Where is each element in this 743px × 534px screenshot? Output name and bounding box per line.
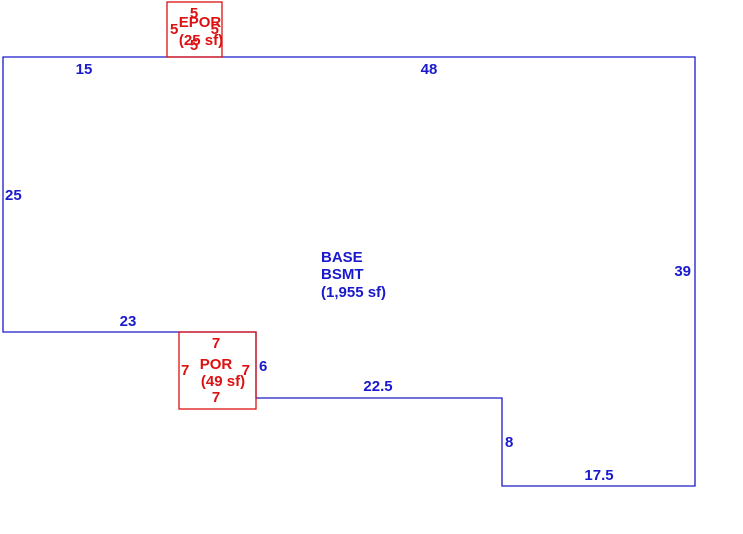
epor-name: EPOR: [179, 14, 222, 31]
dim-top-right: 48: [421, 61, 438, 78]
base-basement-outline: [2, 56, 696, 487]
dim-left: 25: [5, 187, 22, 204]
epor-dim-top: 5: [190, 5, 198, 22]
dim-mid-horizontal: 23: [120, 313, 137, 330]
por-area: (49 sf): [201, 373, 245, 390]
epor-dim-bottom: 5: [190, 37, 198, 54]
por-outline: [178, 331, 257, 410]
dim-right: 39: [674, 263, 691, 280]
por-dim-bottom: 7: [212, 389, 220, 406]
por-name: POR: [200, 356, 233, 373]
epor-outline: [166, 1, 223, 58]
dim-step-vertical: 6: [259, 358, 267, 375]
por-dim-right: 7: [242, 362, 250, 379]
por-dim-top: 7: [212, 335, 220, 352]
por-dim-left: 7: [181, 362, 189, 379]
base-name-line2: BSMT: [321, 266, 364, 283]
base-area: (1,955 sf): [321, 284, 386, 301]
dim-bottom: 17.5: [584, 467, 613, 484]
base-name-line1: BASE: [321, 249, 363, 266]
epor-dim-left: 5: [170, 21, 178, 38]
dim-notch-vertical: 8: [505, 434, 513, 451]
dim-lower-horizontal: 22.5: [363, 378, 392, 395]
dim-top-left: 15: [76, 61, 93, 78]
epor-dim-right: 5: [211, 21, 219, 38]
epor-area: (25 sf): [179, 32, 223, 49]
